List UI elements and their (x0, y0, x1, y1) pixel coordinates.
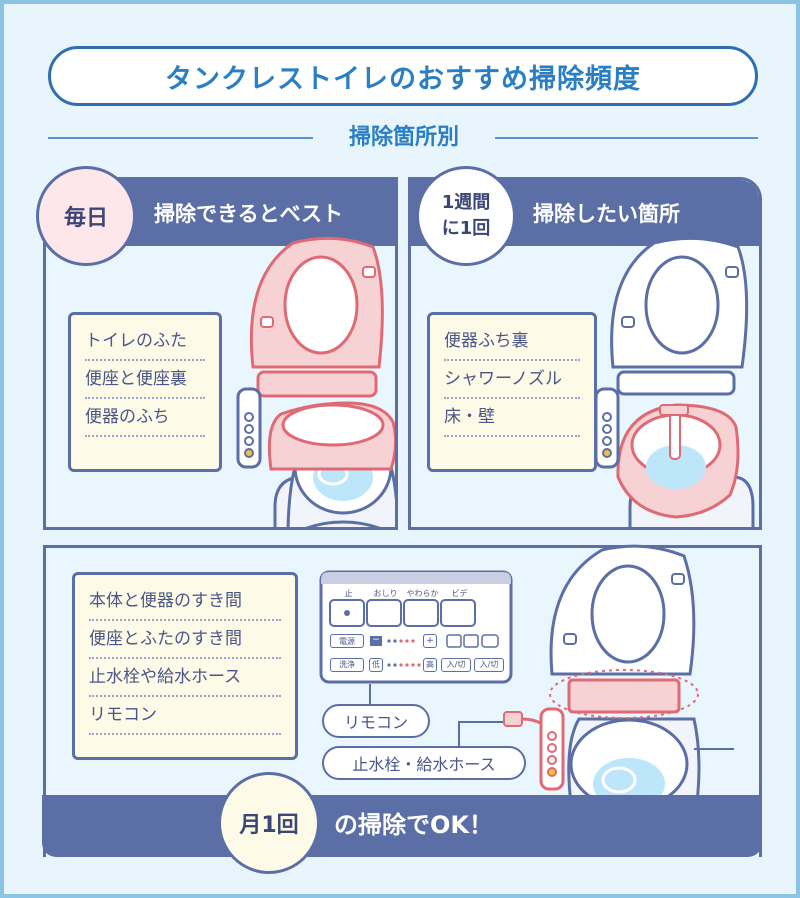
remote-label: 止 (344, 589, 353, 598)
weekly-toilet-illustration (594, 236, 755, 527)
remote-top-labels: 止 おしり やわらか ビデ (330, 588, 480, 599)
list-item: リモコン (89, 697, 281, 735)
page-title: タンクレストイレのおすすめ掃除頻度 (48, 46, 758, 106)
remote-high-button: 高 (423, 658, 437, 672)
list-item: 便座とふたのすき間 (89, 621, 281, 659)
weekly-badge-line2: に1回 (441, 218, 491, 239)
list-item: 便器のふち (85, 399, 205, 437)
remote-wash-button: 洗浄 (330, 658, 364, 672)
weekly-badge-line1: 1週間 (441, 192, 491, 213)
hose-tag: 止水栓・給水ホース (322, 746, 526, 780)
monthly-badge: 月1回 (218, 772, 320, 874)
weekly-badge: 1週間 に1回 (416, 166, 516, 266)
remote-label: おしり (373, 589, 398, 598)
remote-label: ビデ (451, 589, 468, 598)
remote-plus: + (423, 634, 437, 648)
list-item: 床・壁 (444, 399, 580, 437)
list-item: 本体と便器のすき間 (89, 583, 281, 621)
section-label: 掃除箇所別 (348, 125, 459, 150)
daily-list: トイレのふた 便座と便座裏 便器のふち (68, 312, 222, 472)
bottom-banner (42, 795, 762, 857)
remote-tag: リモコン (322, 704, 430, 738)
list-item: 便座と便座裏 (85, 361, 205, 399)
remote-low-button: 低 (369, 658, 383, 672)
remote-minus: − (372, 635, 380, 645)
daily-badge: 毎日 (36, 166, 136, 266)
list-item: シャワーノズル (444, 361, 580, 399)
weekly-list: 便器ふち裏 シャワーノズル 床・壁 (427, 312, 597, 472)
remote-toggle-button: 入/切 (474, 658, 504, 672)
section-divider-left (48, 137, 313, 139)
list-item: トイレのふた (85, 323, 205, 361)
list-item: 便器ふち裏 (444, 323, 580, 361)
section-divider-right (495, 137, 758, 139)
list-item: 止水栓や給水ホース (89, 659, 281, 697)
remote-toggle-button: 入/切 (441, 658, 471, 672)
remote-power-button: 電源 (330, 634, 364, 648)
weekly-panel: 掃除したい箇所 便器ふち裏 シャワーノズル 床・壁 (408, 177, 762, 530)
remote-label: やわらか (406, 589, 439, 598)
monthly-list: 本体と便器のすき間 便座とふたのすき間 止水栓や給水ホース リモコン (72, 572, 298, 760)
daily-toilet-illustration (236, 236, 395, 527)
bottom-banner-text: の掃除でOK！ (334, 811, 493, 839)
